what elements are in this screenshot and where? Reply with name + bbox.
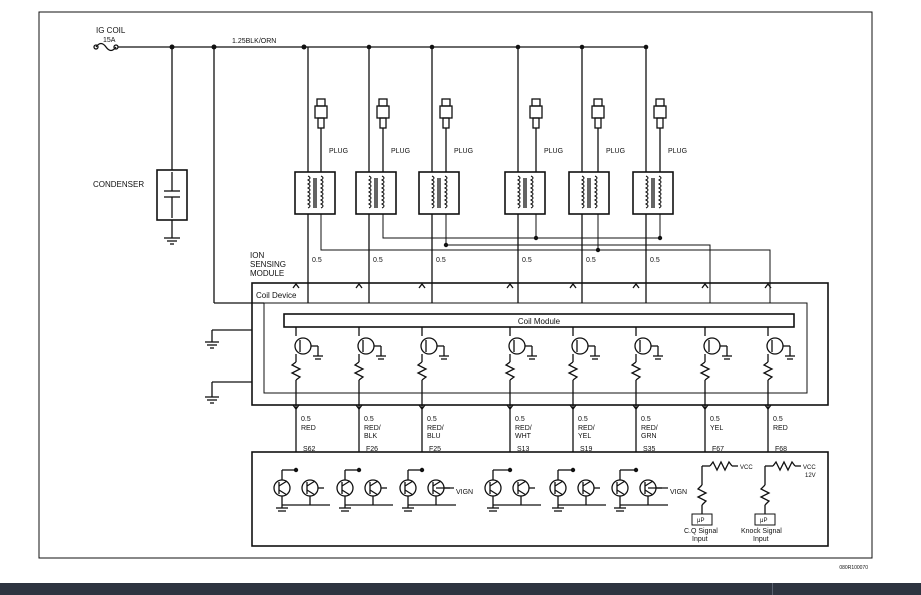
module-grounds: [205, 329, 252, 404]
footer-bar: [0, 583, 921, 595]
channel-connector: F25: [429, 446, 441, 453]
channel-connector: S62: [303, 446, 316, 453]
ion-module-label-2: SENSING: [250, 260, 286, 269]
plug-label: PLUG: [391, 148, 410, 155]
ecu-driver-pair-5: [549, 467, 606, 512]
driver-transistor-7: [699, 282, 732, 452]
channel-color: RED/: [515, 425, 532, 432]
condenser-label: CONDENSER: [93, 180, 144, 189]
coil-module-bar: [283, 313, 795, 328]
channel-color: RED/: [641, 425, 658, 432]
sense-wire-label: 0.5: [312, 257, 322, 264]
ion-module-label-3: MODULE: [250, 269, 284, 278]
channel-gauge: 0.5: [427, 416, 437, 423]
channel-color: WHT: [515, 433, 532, 440]
channel-gauge: 0.5: [578, 416, 588, 423]
driver-transistor-4: [504, 282, 537, 452]
cq-label-2: Input: [692, 536, 708, 543]
channel-color: BLK: [364, 433, 378, 440]
cq-signal-input: μP VCC C.Q Signal Input: [684, 460, 753, 543]
cq-label-1: C.Q Signal: [684, 528, 718, 535]
sense-wire-label: 0.5: [522, 257, 532, 264]
coil-module-label: Coil Module: [518, 317, 561, 326]
channel-gauge: 0.5: [515, 416, 525, 423]
fuse-rating: 15A: [103, 37, 116, 44]
ecu-driver-pair-4: [484, 467, 541, 512]
ecu-driver-pair-1: [273, 467, 330, 512]
spark-plug-coil-6: [632, 44, 674, 303]
channel-gauge: 0.5: [364, 416, 374, 423]
channel-color: BLU: [427, 433, 441, 440]
spark-plug-coil-3: [418, 44, 460, 303]
channel-gauge: 0.5: [710, 416, 720, 423]
vcc2-volt: 12V: [805, 473, 816, 479]
sense-wire-label: 0.5: [586, 257, 596, 264]
channel-gauge: 0.5: [773, 416, 783, 423]
coil-return-bus: [320, 214, 771, 303]
plug-label: PLUG: [454, 148, 473, 155]
knock-mu-label: μP: [760, 518, 767, 524]
coil-device-box: [263, 302, 808, 394]
channel-color: RED/: [364, 425, 381, 432]
channel-connector: F67: [712, 446, 724, 453]
channel-connector: F68: [775, 446, 787, 453]
spark-plug-coil-2: [355, 44, 397, 303]
channel-color: YEL: [710, 425, 723, 432]
channel-color: YEL: [578, 433, 591, 440]
cq-mu-label: μP: [697, 518, 704, 524]
channel-color: RED/: [427, 425, 444, 432]
ecu-driver-pair-3: [399, 467, 456, 512]
ecu-driver-pair-6: [611, 467, 668, 512]
plug-label: PLUG: [606, 148, 625, 155]
sense-wire-label: 0.5: [373, 257, 383, 264]
driver-transistor-3: [416, 282, 449, 452]
plug-label: PLUG: [668, 148, 687, 155]
ecu-driver-pair-2: [336, 467, 393, 512]
knock-signal-input: μP VCC 12V Knock Signal Input: [741, 460, 816, 543]
vcc2-label: VCC: [803, 465, 816, 471]
ecu-box: [251, 451, 829, 547]
driver-transistor-5: [567, 282, 600, 452]
driver-transistor-1: [290, 282, 323, 452]
channel-connector: F26: [366, 446, 378, 453]
condenser: CONDENSER: [93, 47, 188, 245]
channel-connector: S35: [643, 446, 656, 453]
knock-label-1: Knock Signal: [741, 528, 782, 535]
main-wire-label: 1.25BLK/ORN: [232, 38, 276, 45]
channel-color: RED/: [578, 425, 595, 432]
knock-label-2: Input: [753, 536, 769, 543]
spark-plug-coil-1: [294, 47, 336, 303]
ion-sensing-module-box: [251, 282, 829, 406]
footer-divider: [772, 583, 773, 595]
fuse-name: IG COIL: [96, 26, 126, 35]
sense-wire-label: 0.5: [436, 257, 446, 264]
driver-transistor-2: [353, 282, 386, 452]
ion-module-label-1: ION: [250, 251, 264, 260]
channel-connector: S19: [580, 446, 593, 453]
fuse: IG COIL 15A: [93, 26, 126, 52]
plug-label: PLUG: [329, 148, 348, 155]
channel-gauge: 0.5: [301, 416, 311, 423]
diagram-frame: [38, 11, 873, 559]
driver-transistor-6: [630, 282, 663, 452]
sense-wire-label: 0.5: [650, 257, 660, 264]
channel-connector: S13: [517, 446, 530, 453]
figure-code: 080R100070: [839, 565, 868, 571]
vign-label-2: VIGN: [670, 489, 687, 496]
spark-plug-coil-5: [568, 44, 610, 303]
vign-label-1: VIGN: [456, 489, 473, 496]
plug-label: PLUG: [544, 148, 563, 155]
spark-plug-coil-4: [504, 44, 546, 303]
channel-gauge: 0.5: [641, 416, 651, 423]
channel-color: RED: [773, 425, 788, 432]
channel-color: GRN: [641, 433, 657, 440]
channel-color: RED: [301, 425, 316, 432]
vcc-label: VCC: [740, 465, 753, 471]
driver-transistor-8: [762, 282, 795, 452]
coil-device-label: Coil Device: [256, 291, 297, 300]
